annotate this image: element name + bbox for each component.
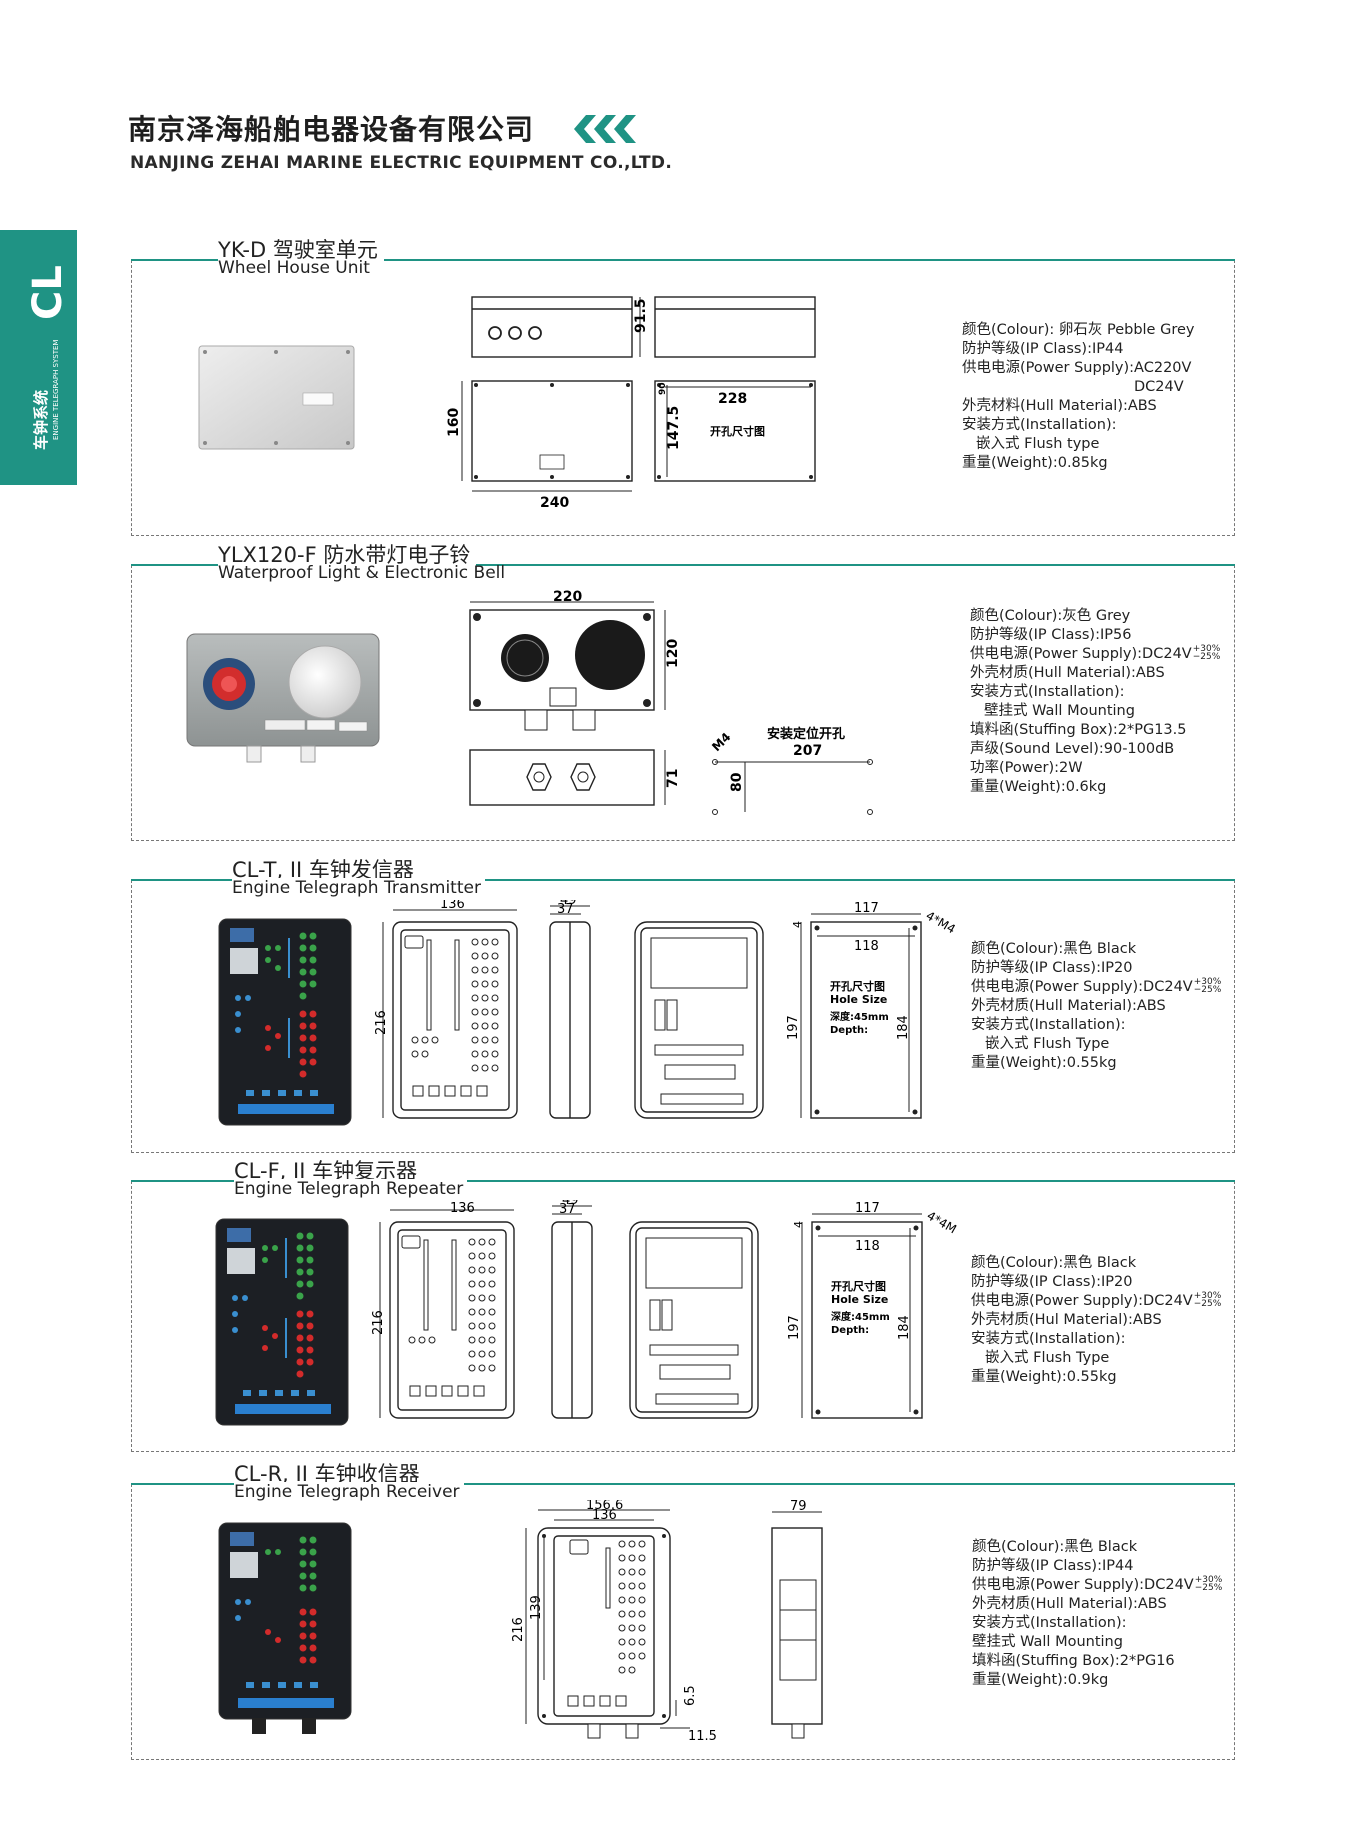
transmitter-drawing: 136 216 49 37 117 118 197 184 4 4*M4 开孔尺… [374, 900, 958, 1119]
dim-label: 6.5 [683, 1685, 698, 1706]
wheel-house-unit-photo [198, 345, 355, 450]
dim-label: 207 [793, 743, 822, 759]
company-name-en: NANJING ZEHAI MARINE ELECTRIC EQUIPMENT … [130, 153, 673, 173]
side-tab [0, 230, 77, 485]
specs-transmitter: 颜色(Colour):黑色 Black 防护等级(IP Class):IP20 … [971, 941, 1222, 1071]
dim-label: 240 [540, 495, 569, 511]
dim-label: 91.5 [633, 298, 649, 333]
dim-label: 136 [592, 1508, 617, 1523]
cutout-label: 开孔尺寸图 [710, 424, 765, 438]
dim-label: 136 [440, 900, 465, 912]
dim-label: 80 [729, 772, 745, 792]
section-title-cn: YK-D 驾驶室单元 [218, 234, 384, 264]
section-title-en: Engine Telegraph Transmitter [232, 878, 485, 898]
depth-label-en: Depth: [830, 1025, 868, 1036]
depth-label-cn: 深度:45mm [830, 1010, 889, 1023]
specs-wheel-house-unit: 颜色(Colour): 卵石灰 Pebble Grey 防护等级(IP Clas… [962, 322, 1195, 471]
section-divider [131, 259, 1235, 261]
side-tab-label-en: ENGINE TELEGRAPH SYSTEM [52, 339, 60, 440]
section-divider [131, 564, 1235, 566]
section-divider [131, 1180, 1235, 1182]
section-divider [131, 879, 1235, 881]
section-title-en: Waterproof Light & Electronic Bell [218, 563, 506, 583]
dim-label: 71 [665, 769, 681, 788]
chevron-logo-icon [574, 115, 636, 143]
section-title-en: Engine Telegraph Repeater [234, 1179, 468, 1199]
receiver-photo [218, 1522, 352, 1734]
depth-label-cn: 深度:45mm [831, 1310, 890, 1323]
dim-label: 220 [553, 590, 582, 605]
repeater-photo [215, 1218, 349, 1426]
dim-label: 118 [854, 939, 879, 954]
dim-label: 49 [562, 1200, 579, 1208]
dim-label: 4*4M [925, 1208, 959, 1236]
dim-label: 90 [658, 382, 668, 395]
repeater-drawing: 136 216 49 37 117 118 197 184 4 4*4M 开孔尺… [371, 1200, 959, 1419]
dim-label: 197 [787, 1315, 802, 1340]
dim-label: 156.6 [586, 1500, 623, 1513]
hole-label-cn: 开孔尺寸图 [831, 1279, 886, 1293]
hole-label-cn: 开孔尺寸图 [830, 979, 885, 993]
side-tab-code: CL [25, 265, 71, 320]
dim-label: 160 [446, 408, 462, 437]
section-wheel-house-unit [131, 260, 1235, 536]
specs-repeater: 颜色(Colour):黑色 Black 防护等级(IP Class):IP20 … [971, 1255, 1222, 1385]
wheel-house-unit-drawing: 91.5 160 240 228 147.5 90 开孔尺寸图 [446, 296, 816, 511]
section-divider [131, 1483, 1235, 1485]
section-waterproof-bell [131, 565, 1235, 841]
section-transmitter [131, 880, 1235, 1153]
dim-label: 136 [450, 1201, 475, 1216]
dim-label: 37 [557, 902, 574, 917]
dim-label: 118 [855, 1239, 880, 1254]
dim-label: 216 [511, 1617, 526, 1642]
dim-label: 11.5 [688, 1729, 717, 1744]
waterproof-bell-drawing: 220 120 71 M4 207 80 安装定位开孔 [469, 590, 873, 815]
hole-label-en: Hole Size [831, 1293, 888, 1306]
depth-label-en: Depth: [831, 1325, 869, 1336]
dim-label: 216 [371, 1310, 386, 1335]
dim-label: 120 [665, 639, 681, 668]
transmitter-photo [218, 918, 352, 1126]
dim-label: 117 [855, 1201, 880, 1216]
dim-label: 228 [718, 391, 747, 407]
dim-label: 79 [790, 1500, 807, 1514]
section-repeater [131, 1181, 1235, 1452]
section-title-cn: YLX120-F 防水带灯电子铃 [218, 539, 477, 569]
receiver-drawing: 156.6 136 216 139 6.5 11.5 79 [511, 1500, 823, 1744]
dim-label: 184 [897, 1315, 912, 1340]
hole-label-en: Hole Size [830, 993, 887, 1006]
mount-label: 安装定位开孔 [767, 726, 845, 742]
dim-label: 37 [559, 1202, 576, 1217]
specs-waterproof-bell: 颜色(Colour):灰色 Grey 防护等级(IP Class):IP56 供… [970, 608, 1221, 795]
section-title-en: Engine Telegraph Receiver [234, 1482, 464, 1502]
dim-label: 4 [792, 1221, 805, 1228]
section-title-en: Wheel House Unit [218, 258, 370, 278]
dim-label: 117 [854, 901, 879, 916]
waterproof-bell-photo [186, 633, 380, 763]
section-receiver [131, 1484, 1235, 1760]
dim-label: 184 [896, 1015, 911, 1040]
dim-label: 216 [374, 1010, 389, 1035]
dim-label: 197 [786, 1015, 801, 1040]
dim-label: 4 [791, 921, 804, 928]
dim-label: 139 [529, 1595, 544, 1620]
company-name-cn: 南京泽海船舶电器设备有限公司 [128, 113, 535, 146]
dim-label: 147.5 [666, 406, 682, 450]
dim-label: M4 [709, 730, 733, 754]
dim-label: 4*M4 [924, 908, 958, 936]
specs-receiver: 颜色(Colour):黑色 Black 防护等级(IP Class):IP44 … [972, 1539, 1223, 1688]
side-tab-label-cn: 车钟系统 [32, 389, 50, 450]
dim-label: 49 [560, 900, 577, 908]
